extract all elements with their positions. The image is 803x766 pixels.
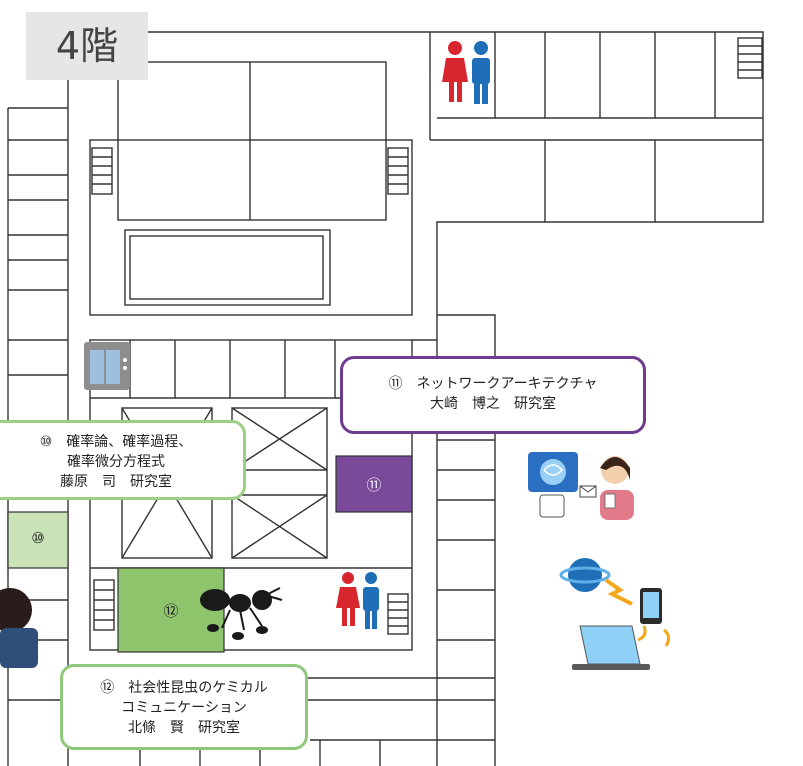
ant-illustration bbox=[200, 587, 283, 640]
lab-label-12: ⑫ 社会性昆虫のケミカル コミュニケーション 北條 賢 研究室 bbox=[60, 664, 308, 750]
lab-11-name: 大崎 博之 研究室 bbox=[430, 396, 556, 412]
network-researcher-illustration bbox=[528, 452, 634, 520]
stairs-lower-left bbox=[93, 579, 115, 631]
network-devices-illustration bbox=[559, 558, 671, 670]
lab-12-name: 北條 賢 研究室 bbox=[128, 720, 240, 736]
stairs-central-right bbox=[387, 147, 409, 195]
lab-10-subtitle: 確率微分方程式 bbox=[67, 454, 165, 470]
room-11 bbox=[335, 455, 413, 513]
elevator-icon bbox=[84, 342, 130, 390]
person-illustration bbox=[0, 588, 38, 668]
room-number-10: ⑩ bbox=[31, 529, 45, 547]
restroom-icon bbox=[336, 572, 379, 629]
lab-12-subtitle: コミュニケーション bbox=[121, 700, 247, 716]
lab-label-11: ⑪ ネットワークアーキテクチャ 大崎 博之 研究室 bbox=[340, 356, 646, 434]
stairs-lower-right bbox=[387, 593, 409, 635]
lab-10-title: ⑩ 確率論、確率過程、 bbox=[39, 434, 193, 450]
room-10 bbox=[7, 511, 69, 569]
room-number-11: ⑪ bbox=[366, 476, 382, 494]
floor-label: 4階 bbox=[26, 12, 148, 80]
restroom-icon bbox=[442, 41, 490, 104]
stairs-central-left bbox=[91, 147, 113, 195]
room-12 bbox=[117, 567, 225, 653]
room-number-12: ⑫ bbox=[163, 602, 179, 620]
lab-10-name: 藤原 司 研究室 bbox=[60, 474, 172, 490]
lab-label-10: ⑩ 確率論、確率過程、 確率微分方程式 藤原 司 研究室 bbox=[0, 420, 246, 500]
lab-11-title: ⑪ ネットワークアーキテクチャ bbox=[388, 376, 598, 392]
stairs-top-right bbox=[737, 37, 763, 79]
lab-12-title: ⑫ 社会性昆虫のケミカル bbox=[100, 680, 268, 696]
